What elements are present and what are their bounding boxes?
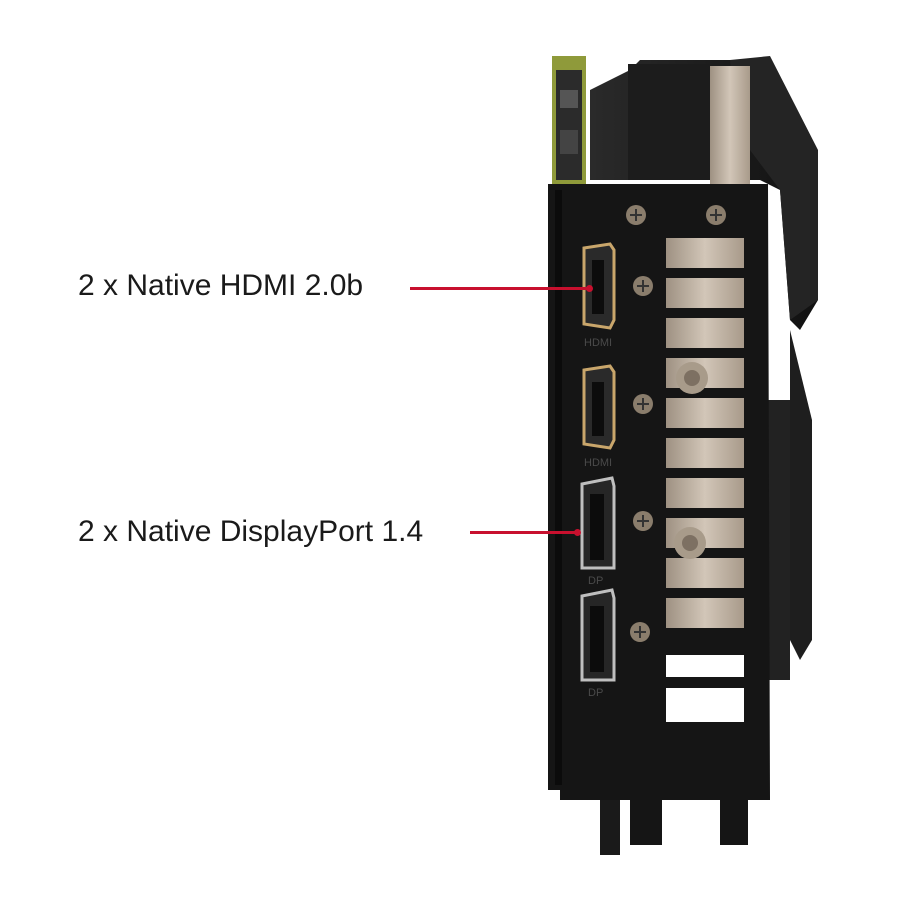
hdmi-port-1 bbox=[582, 242, 616, 330]
displayport-callout-label: 2 x Native DisplayPort 1.4 bbox=[78, 515, 424, 548]
hdmi-leader-line bbox=[410, 285, 593, 292]
displayport-leader-line bbox=[470, 529, 581, 536]
displayport-port-1 bbox=[580, 476, 616, 570]
displayport-port-2 bbox=[580, 588, 616, 682]
screws bbox=[626, 205, 726, 642]
hdmi-port-2 bbox=[582, 364, 616, 450]
pcb-edge bbox=[552, 56, 586, 186]
hdmi-callout-label: 2 x Native HDMI 2.0b bbox=[78, 269, 364, 302]
dp-label-2: DP bbox=[588, 687, 603, 699]
hdmi-label-1: HDMI bbox=[584, 337, 612, 349]
hdmi-label-2: HDMI bbox=[584, 457, 612, 469]
dp-label-1: DP bbox=[588, 575, 603, 587]
